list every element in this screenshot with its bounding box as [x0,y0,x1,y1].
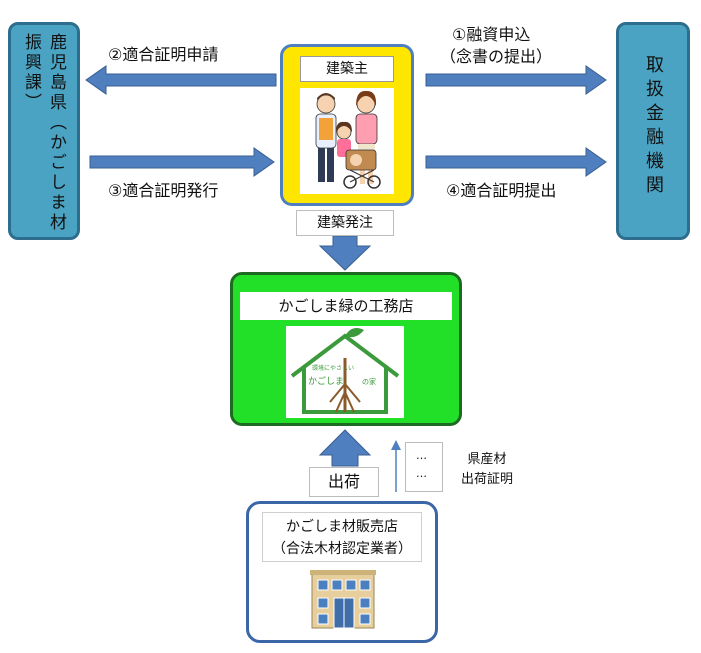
order-label: 建築発注 [296,210,394,236]
label-issue-certificate: ③適合証明発行 [108,181,219,200]
arrow-loan-application [425,65,607,95]
prefecture-box: 鹿児島県（かごしま材振興課） [8,22,80,240]
logo-line3: の家 [362,377,376,386]
builder-title: かごしま緑の工務店 [240,292,452,320]
arrow-order-down [318,235,372,271]
house-logo-icon: 環境にやさしい かごしま の家 [290,328,400,414]
label-loan-application-2: （念書の提出） [440,47,553,66]
label-loan-application-1: ①融資申込 [452,25,531,44]
document-dots-2: … [416,467,427,480]
certificate-label-line1: 県産材 [467,452,507,467]
prefecture-label: 鹿児島県（かごしま材振興課） [21,33,66,233]
document-dots-1: … [416,449,427,462]
arrow-submit-certificate [425,147,607,177]
building-icon [310,570,376,629]
financial-institution-label: 取扱金融機関 [643,55,664,199]
thin-arrow-head [391,440,401,450]
logo-line1: 環境にやさしい [312,364,354,372]
seller-line2: （合法木材認定業者） [272,541,412,557]
label-apply-certificate: ②適合証明申請 [108,45,219,64]
logo-line2: かごしま [308,375,344,387]
financial-institution-box: 取扱金融機関 [616,22,690,240]
builder-logo: 環境にやさしい かごしま の家 [286,326,404,418]
arrow-apply-to-prefecture [85,65,277,95]
family-illustration [300,88,394,194]
certificate-label: 県産材 出荷証明 [452,450,522,490]
label-submit-certificate: ④適合証明提出 [446,181,557,200]
certificate-label-line2: 出荷証明 [460,472,513,487]
shipment-label: 出荷 [309,467,379,497]
arrow-issue-to-owner [89,147,275,177]
seller-title: かごしま材販売店 （合法木材認定業者） [262,512,422,562]
document-icon: … … [405,442,443,492]
building-illustration [300,568,386,630]
seller-line1: かごしま材販売店 [286,519,398,535]
owner-title: 建築主 [300,56,394,82]
arrow-shipment-up [318,429,372,467]
family-icon [315,90,381,189]
